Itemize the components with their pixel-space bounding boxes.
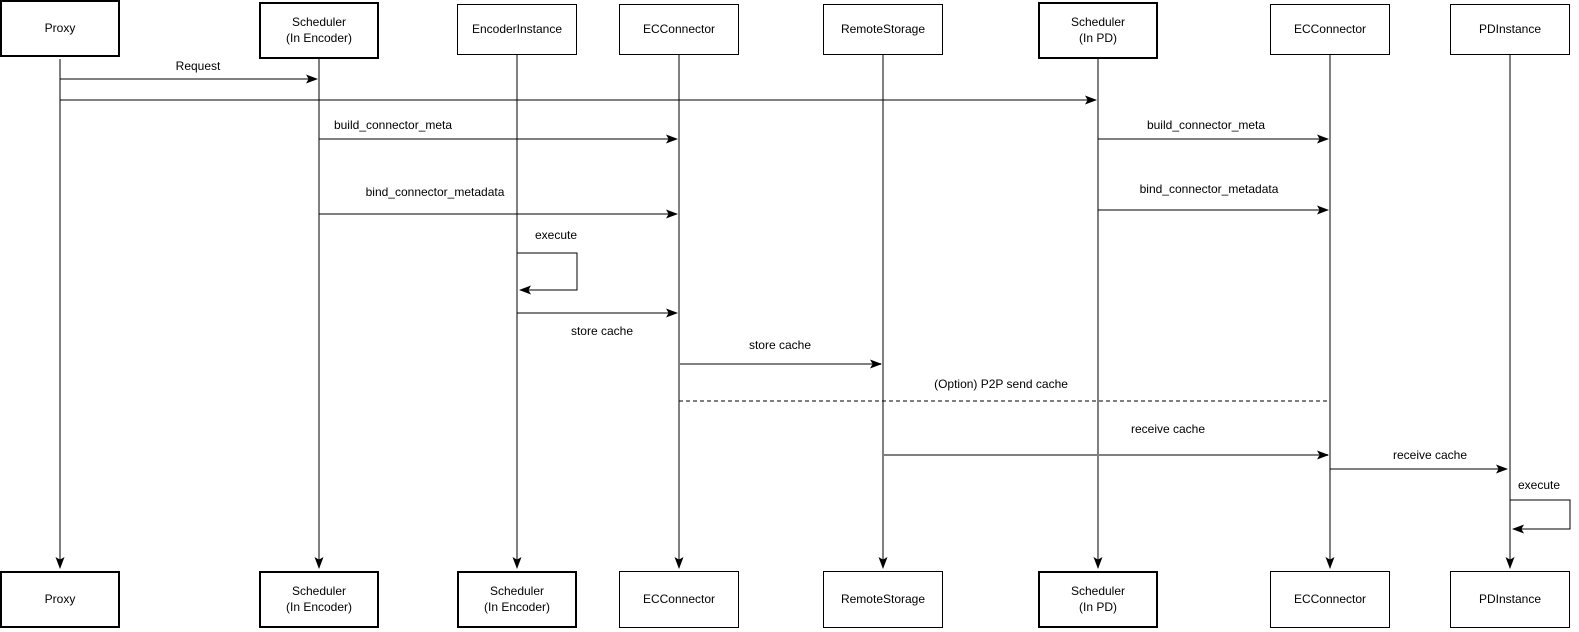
message-label-p2p-send-cache: (Option) P2P send cache [934,377,1068,391]
participant-top-ec-connector-encoder: ECConnector [619,4,739,55]
message-label-bind-connector-metadata-encoder: bind_connector_metadata [365,185,505,199]
message-label-bind-connector-metadata-pd: bind_connector_metadata [1139,182,1279,196]
message-label-store-cache-encoder: store cache [570,324,634,338]
message-label-build-connector-meta-encoder: build_connector_meta [333,118,453,132]
message-label-store-cache-remote: store cache [748,338,812,352]
participant-top-encoder-instance: EncoderInstance [457,4,577,55]
message-arrow-execute-encoder-self-loop [517,252,578,295]
participant-bottom-scheduler-pd: Scheduler (In PD) [1038,571,1158,628]
participant-top-pd-instance: PDInstance [1450,4,1570,55]
participant-top-scheduler-encoder: Scheduler (In Encoder) [259,2,379,59]
participant-top-proxy: Proxy [0,0,120,57]
participant-top-scheduler-pd: Scheduler (In PD) [1038,2,1158,59]
message-label-execute-pd: execute [1517,478,1561,492]
participant-bottom-scheduler-encoder: Scheduler (In Encoder) [259,571,379,628]
message-label-request: Request [175,59,221,73]
participant-bottom-proxy: Proxy [0,571,120,628]
participant-bottom-ec-connector-encoder: ECConnector [619,571,739,628]
participant-top-ec-connector-pd: ECConnector [1270,4,1390,55]
participant-bottom-pd-instance: PDInstance [1450,571,1570,628]
participant-bottom-ec-connector-pd: ECConnector [1270,571,1390,628]
message-label-build-connector-meta-pd: build_connector_meta [1146,118,1266,132]
message-label-execute-encoder: execute [534,228,578,242]
participant-bottom-remote-storage: RemoteStorage [823,571,943,628]
message-label-receive-cache-pd: receive cache [1392,448,1468,462]
participant-bottom-encoder-instance: Scheduler (In Encoder) [457,571,577,628]
message-label-receive-cache-remote: receive cache [1130,422,1206,436]
message-arrow-execute-pd-self-loop [1510,499,1571,534]
participant-top-remote-storage: RemoteStorage [823,4,943,55]
